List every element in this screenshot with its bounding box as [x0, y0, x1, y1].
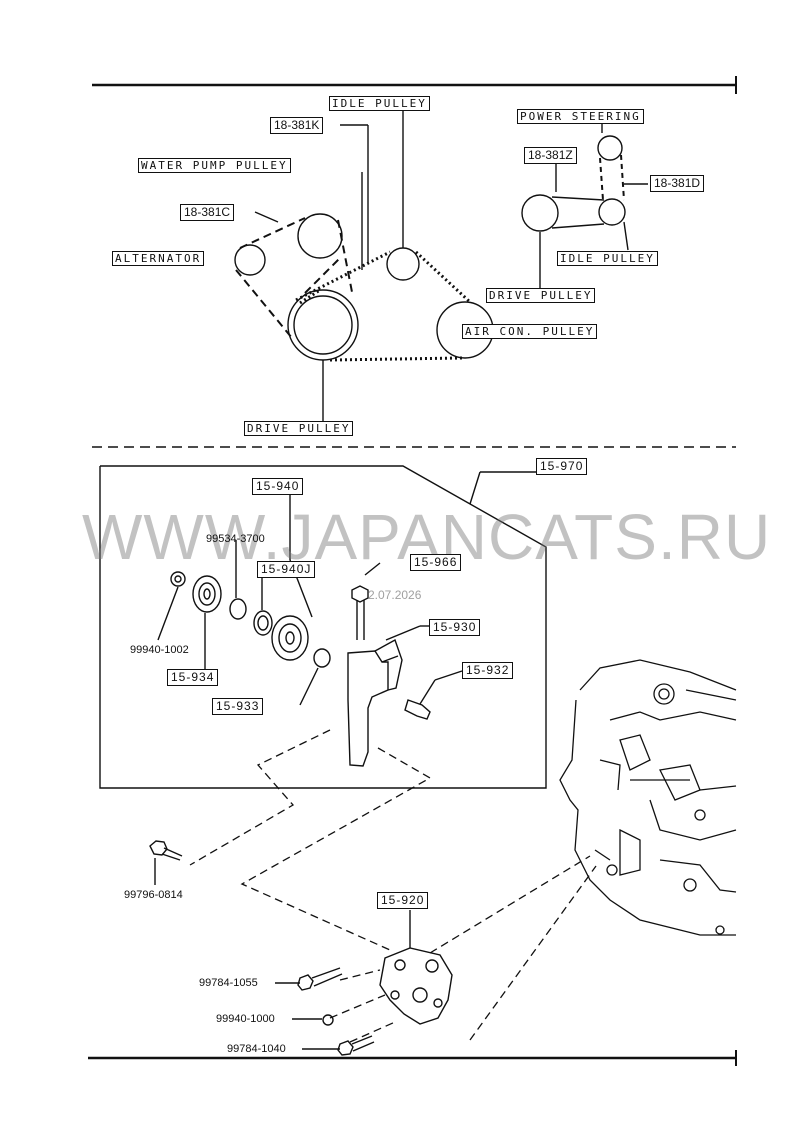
bolt-99784-1040-shape [337, 1040, 354, 1056]
label-drive-pulley-main: DRIVE PULLEY [244, 421, 354, 436]
part-99534-3700[interactable]: 99534-3700 [206, 533, 265, 545]
pulley-15-934-shape [192, 575, 222, 613]
part-99940-1002[interactable]: 99940-1002 [130, 644, 189, 656]
part-15-920[interactable]: 15-920 [377, 892, 429, 909]
drive-pulley-outer [287, 289, 359, 361]
part-15-933[interactable]: 15-933 [212, 698, 264, 715]
part-99796-0814[interactable]: 99796-0814 [124, 889, 183, 901]
label-water-pump-pulley: WATER PUMP PULLEY [138, 158, 291, 173]
idler-pulley-15-940-shape [271, 615, 309, 661]
bolt-99784-1055-shape [297, 974, 314, 991]
part-15-940[interactable]: 15-940 [252, 478, 304, 495]
idle-pulley-circle [386, 247, 420, 281]
part-15-940J[interactable]: 15-940J [257, 561, 316, 578]
part-18-381Z[interactable]: 18-381Z [524, 147, 577, 164]
part-18-381K[interactable]: 18-381K [270, 117, 324, 134]
spacer-15-933-shape [313, 648, 331, 668]
water-pump-pulley-circle [297, 213, 343, 259]
drive-pulley-inner [293, 295, 353, 355]
ps-idle-pulley-circle [598, 198, 626, 226]
part-18-381C[interactable]: 18-381C [180, 204, 235, 221]
watermark-date: 2.07.2026 [368, 588, 422, 602]
bracket-15-920-shape [379, 947, 453, 1025]
part-99784-1040[interactable]: 99784-1040 [227, 1043, 286, 1055]
part-15-932[interactable]: 15-932 [462, 662, 514, 679]
nut-99940-1002-shape [170, 571, 186, 587]
part-99784-1055[interactable]: 99784-1055 [199, 977, 258, 989]
part-15-970[interactable]: 15-970 [536, 458, 588, 475]
bolt-15-932-shape [404, 699, 431, 720]
snap-ring-shape [229, 598, 247, 620]
nut-99940-1000-shape [322, 1014, 334, 1026]
part-99940-1000[interactable]: 99940-1000 [216, 1013, 275, 1025]
label-idle-pulley-top: IDLE PULLEY [329, 96, 430, 111]
label-idle-pulley-ps: IDLE PULLEY [557, 251, 658, 266]
power-steering-circle [597, 135, 623, 161]
label-air-con-pulley: AIR CON. PULLEY [462, 324, 598, 339]
part-15-930[interactable]: 15-930 [429, 619, 481, 636]
part-15-966[interactable]: 15-966 [410, 554, 462, 571]
label-power-steering: POWER STEERING [517, 109, 644, 124]
part-18-381D[interactable]: 18-381D [650, 175, 705, 192]
bolt-15-966-shape [351, 585, 369, 603]
bearing-shape [253, 610, 273, 636]
engine-block-shape [559, 659, 737, 936]
bracket-15-930-shape [347, 650, 389, 767]
ps-drive-pulley-circle [521, 194, 559, 232]
label-alternator: ALTERNATOR [112, 251, 205, 266]
alternator-circle [234, 244, 266, 276]
part-15-934[interactable]: 15-934 [167, 669, 219, 686]
label-drive-pulley-ps: DRIVE PULLEY [486, 288, 596, 303]
